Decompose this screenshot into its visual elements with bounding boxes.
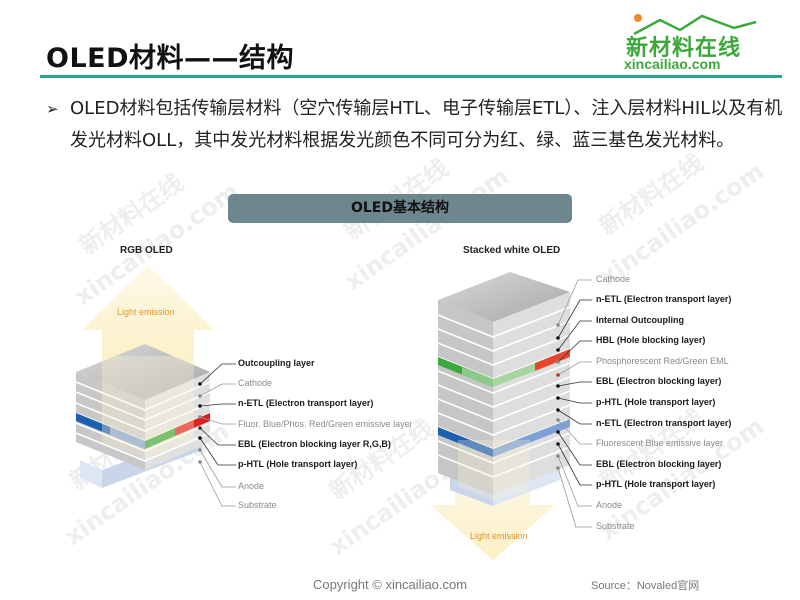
bullet-paragraph: ➢ OLED材料包括传输层材料（空穴传输层HTL、电子传输层ETL）、注入层材料… xyxy=(46,93,786,157)
stacked-layer-label: Cathode xyxy=(596,274,631,284)
stacked-white-oled-title: Stacked white OLED xyxy=(463,245,561,256)
stacked-layer-label: Phosphorescent Red/Green EML xyxy=(596,356,729,366)
stacked-layer-label: n-ETL (Electron transport layer) xyxy=(596,418,732,428)
rgb-layer-label: EBL (Electron blocking layer R,G,B) xyxy=(238,439,391,449)
arrow-bullet-icon: ➢ xyxy=(46,100,59,118)
stacked-layer-label: HBL (Hole blocking layer) xyxy=(596,335,706,345)
rgb-layer-label: Anode xyxy=(238,481,265,491)
stacked-layer-label: n-ETL (Electron transport layer) xyxy=(596,294,732,304)
stacked-white-oled-stack xyxy=(430,272,592,560)
stacked-layer-label: EBL (Electron blocking layer) xyxy=(596,376,722,386)
stacked-layer-label: Anode xyxy=(596,500,623,510)
copyright-text: Copyright © xincailiao.com xyxy=(313,577,468,592)
rgb-layer-label: Fluor. Blue/Phos. Red/Green emissive lay… xyxy=(238,419,413,429)
source-text: Source：Novaled官网 xyxy=(591,580,700,592)
stacked-layer-label: p-HTL (Hole transport layer) xyxy=(596,479,716,489)
title-divider xyxy=(40,75,782,78)
rgb-layer-label: Outcoupling layer xyxy=(238,358,315,368)
stacked-layer-label: Fluorescent Blue emissive layer xyxy=(596,438,724,448)
logo: 新材料在线 xincailiao.com xyxy=(620,10,770,72)
stacked-light-emission-label: Light emission xyxy=(470,531,528,541)
rgb-layer-label: p-HTL (Hole transport layer) xyxy=(238,459,358,469)
rgb-light-emission-label: Light emission xyxy=(117,307,175,317)
bullet-text: OLED材料包括传输层材料（空穴传输层HTL、电子传输层ETL）、注入层材料HI… xyxy=(70,98,783,151)
rgb-layer-label: Substrate xyxy=(238,500,277,510)
figure-banner: OLED基本结构 xyxy=(228,194,572,223)
rgb-oled-stack xyxy=(75,265,236,507)
rgb-layer-label: Cathode xyxy=(238,378,273,388)
house-roof-icon xyxy=(633,14,757,36)
stacked-layer-label: Internal Outcoupling xyxy=(596,315,684,325)
logo-english: xincailiao.com xyxy=(624,56,721,72)
rgb-oled-title: RGB OLED xyxy=(120,245,173,256)
page-title: OLED材料——结构 xyxy=(46,43,295,74)
rgb-layer-label: n-ETL (Electron transport layer) xyxy=(238,398,374,408)
stacked-layer-label: Substrate xyxy=(596,521,635,531)
logo-chinese: 新材料在线 xyxy=(626,36,742,61)
stacked-layer-label: EBL (Electron blocking layer) xyxy=(596,459,722,469)
stacked-layer-label: p-HTL (Hole transport layer) xyxy=(596,397,716,407)
